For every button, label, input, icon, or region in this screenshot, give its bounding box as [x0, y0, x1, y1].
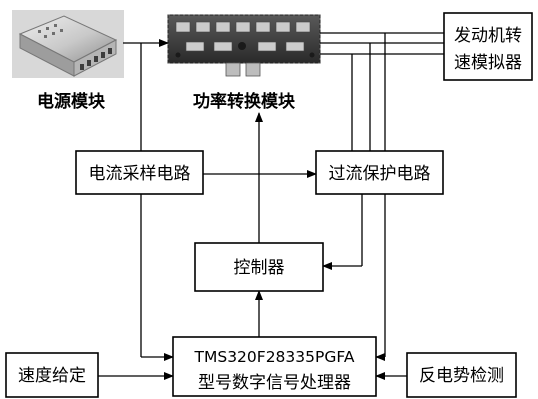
engine-simulator-line-2: 速模拟器: [454, 53, 522, 73]
current-sampling-block: 电流采样电路: [76, 151, 203, 194]
power-supply-caption: 电源模块: [37, 91, 106, 112]
power-supply-photo: [12, 10, 124, 78]
controller-block: 控制器: [195, 243, 323, 291]
power-module-caption: 功率转换模块: [193, 91, 296, 112]
engine-simulator-line-1: 发动机转: [454, 26, 522, 46]
power-module-photo: [168, 15, 320, 76]
controller-label: 控制器: [234, 258, 285, 278]
speed-setpoint-block: 速度给定: [6, 353, 98, 397]
connection-lines: [98, 33, 444, 376]
dsp-description-line: 型号数字信号处理器: [198, 373, 351, 393]
dsp-model-line: TMS320F28335PGFA: [194, 348, 355, 366]
dsp-block: TMS320F28335PGFA 型号数字信号处理器: [173, 337, 376, 396]
back-emf-detection-label: 反电势检测: [419, 366, 504, 386]
overcurrent-protection-label: 过流保护电路: [329, 164, 431, 184]
overcurrent-protection-block: 过流保护电路: [316, 151, 443, 194]
current-sampling-label: 电流采样电路: [89, 164, 191, 184]
back-emf-detection-block: 反电势检测: [407, 353, 516, 397]
speed-setpoint-label: 速度给定: [18, 366, 86, 386]
engine-simulator-block: 发动机转 速模拟器: [444, 13, 532, 80]
